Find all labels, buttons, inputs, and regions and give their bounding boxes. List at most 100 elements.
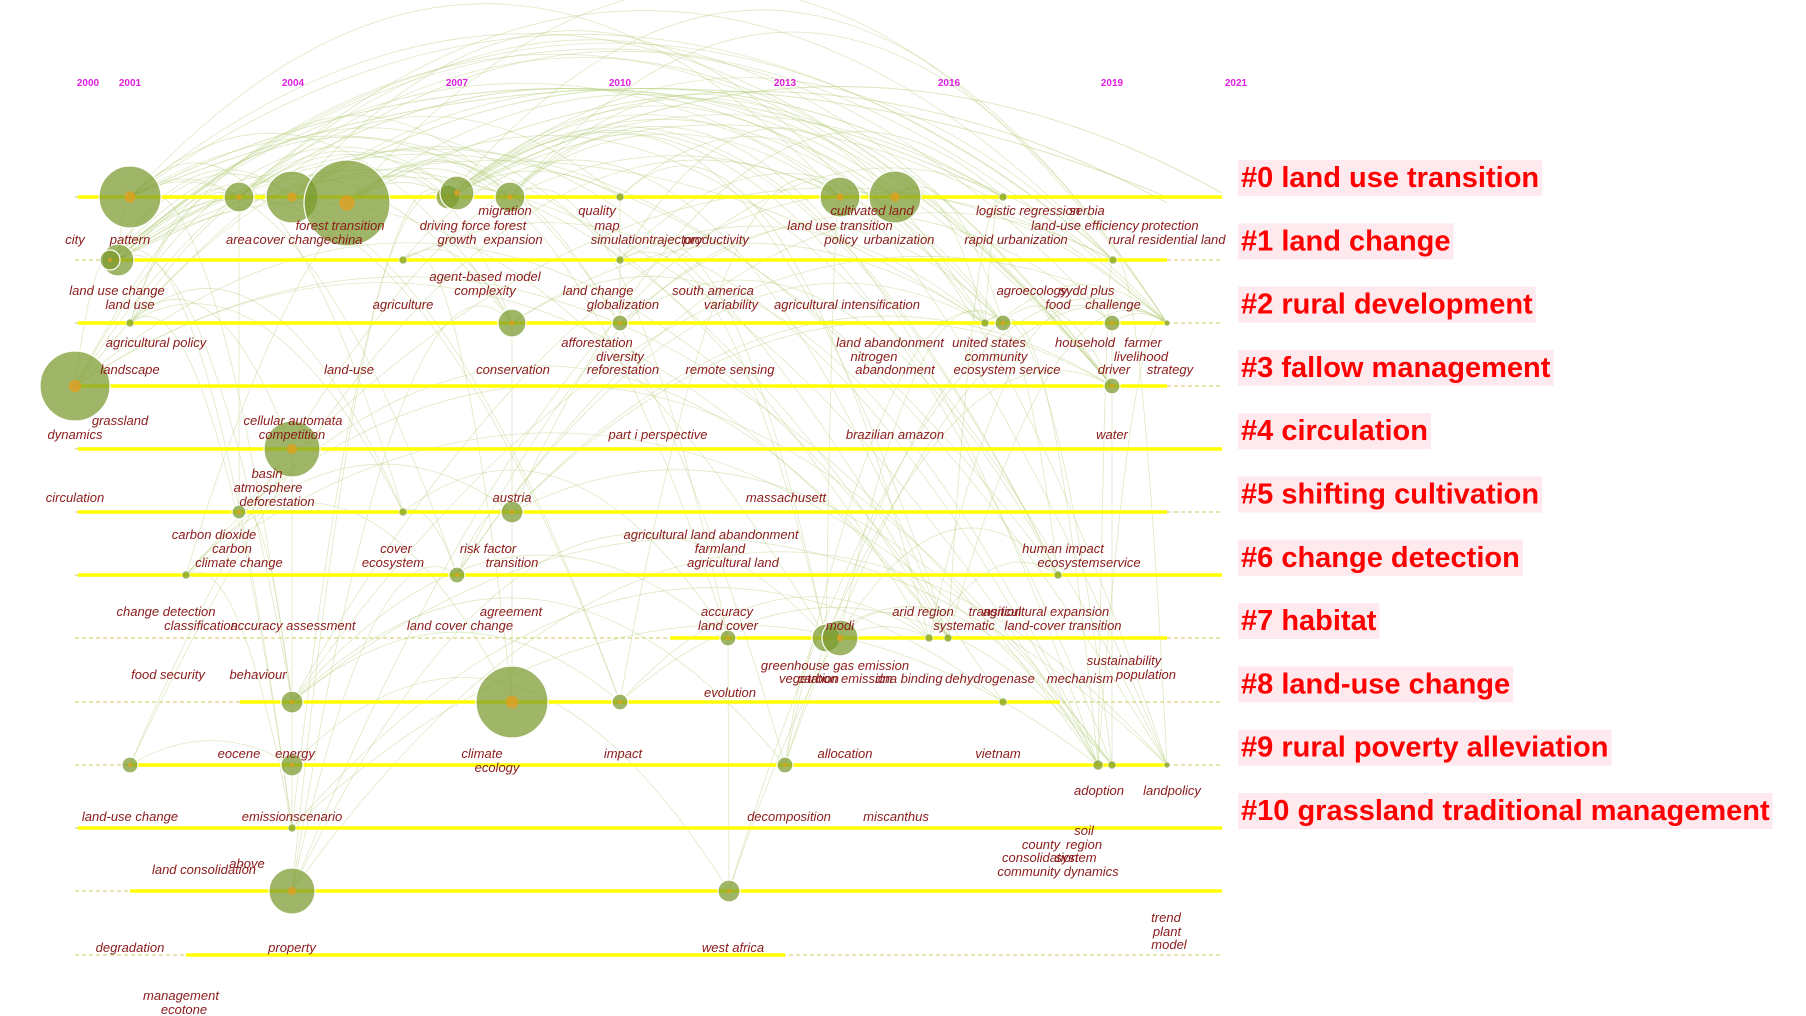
keyword-label: agricultural policy [106, 335, 208, 350]
citation-link [129, 146, 949, 639]
cluster-label-bg [1238, 666, 1514, 703]
citation-link [238, 57, 1113, 387]
keyword-node [287, 823, 297, 833]
keyword-label: austria [492, 490, 531, 505]
citation-link [947, 196, 1004, 639]
keyword-label: united states [952, 335, 1026, 350]
citation-link [447, 105, 986, 324]
cluster-label-bg [1238, 793, 1773, 829]
keyword-label: mechanism [1047, 671, 1114, 686]
citation-link [291, 551, 1168, 892]
citation-link [619, 178, 841, 703]
keyword-label: city [65, 232, 86, 247]
node-core [290, 700, 294, 704]
keyword-label: household [1055, 335, 1116, 350]
citation-link [619, 214, 1113, 324]
keyword-label: grassland [92, 413, 149, 428]
citation-link [456, 132, 1113, 766]
cluster-label-bg [1238, 160, 1543, 196]
keyword-label: land cover change [407, 618, 513, 633]
keyword-label: atmosphere [234, 480, 303, 495]
citation-link [129, 740, 293, 766]
keyword-label: emissionscenario [242, 809, 342, 824]
keyword-label: land cover [698, 618, 759, 633]
keyword-label: urbanization [864, 232, 935, 247]
keyword-label: land use change [69, 283, 164, 298]
keyword-node [1163, 761, 1171, 769]
citation-link [511, 242, 986, 324]
keyword-node [1053, 570, 1063, 580]
keyword-label: vietnam [975, 746, 1021, 761]
citation-link [74, 115, 511, 387]
keyword-label: rapid urbanization [964, 232, 1067, 247]
keyword-label: sustainability [1087, 653, 1163, 668]
keyword-label: carbon dioxide [172, 527, 257, 542]
citation-link [456, 97, 1113, 387]
keyword-label: decomposition [747, 809, 831, 824]
year-label: 2019 [1101, 78, 1124, 89]
node-core [108, 258, 112, 262]
keyword-label: degradation [96, 940, 165, 955]
citation-link [109, 198, 621, 703]
cluster-label-4-circulation: #4 circulation [1241, 415, 1428, 447]
citation-link [74, 242, 1004, 703]
keyword-label: ecosystemservice [1037, 555, 1140, 570]
keyword-label: basin [251, 466, 282, 481]
keyword-label: county [1022, 837, 1062, 852]
keyword-node [998, 192, 1008, 202]
keyword-label: diversity [596, 349, 645, 364]
keyword-label: population [1115, 667, 1176, 682]
citation-link [291, 256, 1168, 703]
keyword-label: soil [1074, 823, 1095, 838]
keyword-label: land use transition [787, 218, 893, 233]
keyword-label: behaviour [229, 667, 287, 682]
keyword-label: evolution [704, 685, 756, 700]
citation-link [511, 131, 1004, 513]
node-core [287, 192, 297, 202]
year-label: 2004 [282, 78, 305, 89]
citation-link [129, 33, 1113, 387]
keyword-label: complexity [454, 283, 517, 298]
keyword-node [125, 318, 135, 328]
keyword-label: food [1045, 297, 1071, 312]
keyword-node [998, 697, 1008, 707]
keyword-label: cultivated land [830, 203, 914, 218]
node-core [727, 889, 731, 893]
keyword-label: arid region [892, 604, 953, 619]
keyword-node [615, 192, 625, 202]
keyword-label: model [1151, 937, 1188, 952]
keyword-label: allocation [818, 746, 873, 761]
keyword-label: classification [164, 618, 238, 633]
citation-link [346, 168, 729, 639]
keyword-label: ecosystem [362, 555, 424, 570]
keyword-label: management [143, 988, 220, 1003]
keyword-label: agricultural land [687, 555, 780, 570]
keyword-label: policy [823, 232, 859, 247]
keyword-label: livelihood [1114, 349, 1169, 364]
cluster-timelines [75, 195, 1222, 957]
keyword-label: circulation [46, 490, 105, 505]
keyword-label: ecology [475, 760, 521, 775]
keyword-node [398, 507, 408, 517]
keyword-node [181, 570, 191, 580]
keyword-label: system [1055, 850, 1096, 865]
keyword-label: farmer [1124, 335, 1162, 350]
citation-link [456, 282, 986, 576]
citation-link [238, 384, 1113, 766]
keyword-label: expansion [483, 232, 542, 247]
keyword-label: climate change [195, 555, 282, 570]
keyword-label: protection [1140, 218, 1198, 233]
citation-link [511, 321, 1113, 513]
keyword-label: quality [578, 203, 617, 218]
citation-link [839, 309, 1004, 639]
citation-link [784, 311, 1004, 766]
citation-link [109, 136, 511, 261]
citation-link [117, 53, 1113, 387]
citation-link [728, 527, 1059, 892]
citation-link [402, 248, 513, 324]
cluster-label-bg [1238, 476, 1543, 513]
keyword-label: ecotone [161, 1002, 207, 1016]
citation-link [456, 86, 1223, 194]
year-label: 2007 [446, 78, 469, 89]
